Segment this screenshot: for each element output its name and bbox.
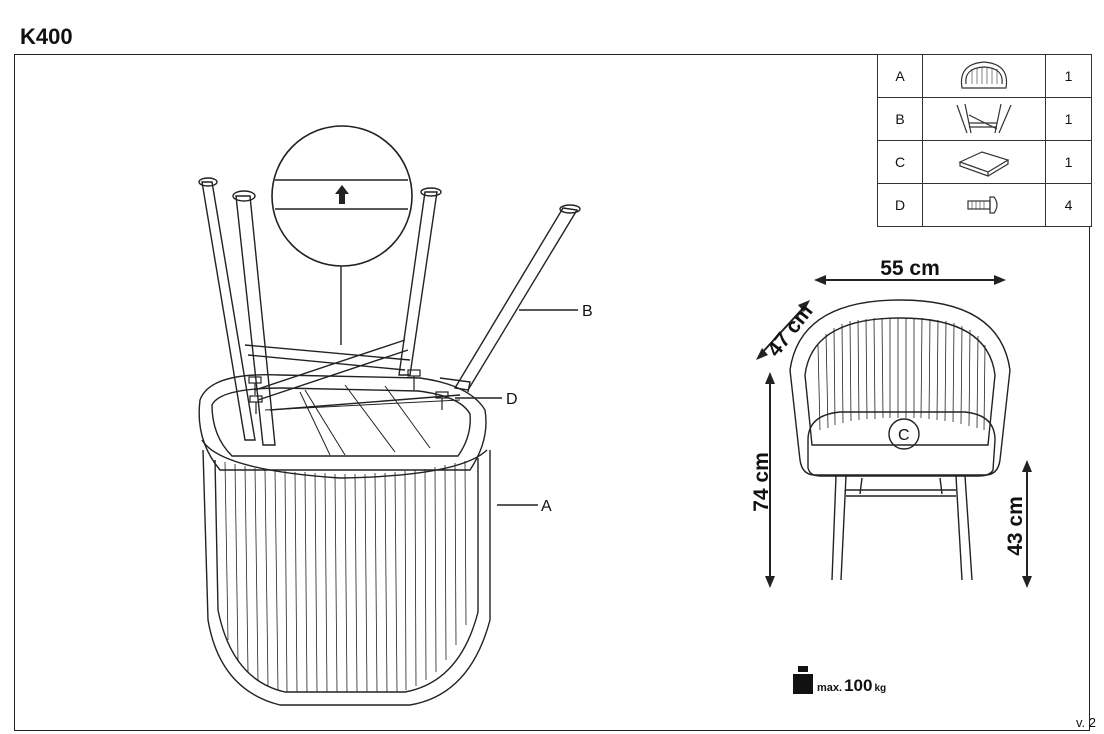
leg-frame-icon [923, 101, 1045, 137]
parts-row: B 1 [877, 97, 1092, 141]
version-label: v. 2 [1076, 715, 1096, 730]
part-letter: A [877, 54, 923, 98]
part-letter: D [877, 183, 923, 227]
seat-frame [264, 384, 461, 456]
chair-back [202, 449, 491, 706]
parts-row: C 1 [877, 140, 1092, 184]
max-load-prefix: max. [817, 682, 843, 694]
front-slats [817, 317, 986, 431]
dim-height: 74 cm [750, 452, 773, 512]
dim-seat-height: 43 cm [1004, 496, 1027, 556]
parts-row: D 4 [877, 183, 1092, 227]
bolts [248, 369, 449, 414]
part-qty: 1 [1045, 140, 1092, 184]
callout-d: D [506, 391, 518, 408]
part-qty: 1 [1045, 97, 1092, 141]
dimension-lines [759, 279, 1028, 580]
max-load: max. 100 kg [792, 664, 886, 694]
part-letter: C [877, 140, 923, 184]
dim-width: 55 cm [880, 257, 940, 280]
dim-depth: 47 cm [763, 300, 818, 361]
max-load-unit: kg [874, 683, 887, 694]
part-qty: 1 [1045, 54, 1092, 98]
allen-key [439, 377, 471, 393]
front-cushion [807, 411, 996, 477]
max-load-value: 100 [844, 676, 873, 695]
arrow-heads [335, 185, 1032, 588]
parts-table: A 1 B 1 C 1 D 4 [877, 54, 1092, 227]
cushion-icon [923, 144, 1045, 180]
model-title: K400 [20, 24, 73, 49]
weight-icon [793, 666, 813, 694]
callout-c: C [898, 427, 910, 444]
cushion-marker [888, 418, 920, 450]
rattan-slats [224, 460, 467, 693]
drawing-frame [14, 54, 1090, 731]
front-view-chair [789, 299, 1011, 476]
part-letter: B [877, 97, 923, 141]
detail-circle [271, 125, 413, 267]
chair-seat-shell-icon [923, 58, 1045, 94]
chair-shell [198, 374, 487, 471]
bolt-icon [923, 187, 1045, 223]
part-qty: 4 [1045, 183, 1092, 227]
parts-row: A 1 [877, 54, 1092, 98]
callout-b: B [582, 303, 593, 320]
callout-a: A [541, 498, 552, 515]
